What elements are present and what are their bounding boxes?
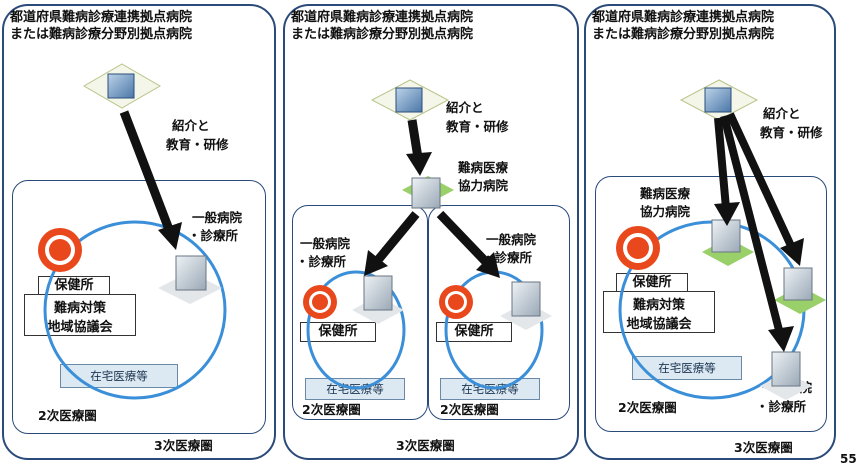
panel-1-general-line1: 一般病院 xyxy=(192,210,243,225)
panel-2-secondary-label-left: 2次医療圏 xyxy=(302,402,361,417)
panel-3-arrow-to-upper-cooperation xyxy=(714,117,740,226)
panel-2-health-center-right-emblem-icon xyxy=(439,285,473,319)
panel-1-health-center-emblem-icon xyxy=(38,228,82,272)
panel-3-tertiary-label: 3次医療圏 xyxy=(734,440,793,455)
panel-1-referral-line2: 教育・研修 xyxy=(166,137,229,152)
panel-2-arrow-to-right-general xyxy=(436,210,500,278)
panel-2-general-hospital-left-icon xyxy=(352,275,404,324)
panel-3-cooperation-hospital-lower-icon xyxy=(774,267,826,314)
panel-3-cooperation-hospital-upper-icon xyxy=(702,219,754,266)
panel-1-header-line2: または難病診療分野別拠点病院 xyxy=(10,27,193,42)
panel-3-header-line1: 都道府県難病診療連携拠点病院 xyxy=(592,10,775,25)
panel-3-referral-line2: 教育・研修 xyxy=(760,125,823,140)
panel-2-secondary-label-right: 2次医療圏 xyxy=(440,402,499,417)
panel-1-referral-arrow xyxy=(119,110,182,250)
panel-1-tertiary-label: 3次医療圏 xyxy=(154,438,213,453)
panel-3-secondary-label: 2次医療圏 xyxy=(618,400,677,415)
panel-1-council-line1: 難病対策 xyxy=(53,301,106,316)
panel-3-arrow-to-lower-cooperation xyxy=(726,112,804,266)
panel-3-cooperation-line2: 協力病院 xyxy=(640,204,691,219)
page-number: 55 xyxy=(840,452,857,466)
panel-2-tertiary-label: 3次医療圏 xyxy=(396,438,455,453)
panel-1-general-line2: ・診療所 xyxy=(188,228,239,243)
panel-2-header-line2: または難病診療分野別拠点病院 xyxy=(291,27,474,42)
panel-2-general-left-line1: 一般病院 xyxy=(300,236,351,251)
panel-3-secondary-area xyxy=(595,176,827,432)
panel-1-ring xyxy=(43,220,227,400)
panel-3-referral-line1: 紹介と xyxy=(763,106,801,121)
panel-2-secondary-area-left xyxy=(292,205,428,420)
panel-2-general-hospital-right-icon xyxy=(500,281,552,330)
panel-2-core-hospital-icon xyxy=(370,79,450,121)
panel-1-referral-line1: 紹介と xyxy=(172,118,210,133)
panel-2-secondary-area-right xyxy=(428,205,570,420)
panel-3-cooperation-line1: 難病医療 xyxy=(640,186,691,201)
panel-2-cooperation-line1: 難病医療 xyxy=(458,160,509,175)
panel-3-core-hospital-icon xyxy=(679,79,759,121)
panel-1-header-line1: 都道府県難病診療連携拠点病院 xyxy=(10,10,193,25)
panel-2-header-line1: 都道府県難病診療連携拠点病院 xyxy=(291,10,474,25)
panel-2-ring-left xyxy=(306,270,406,390)
panel-3-council-line2: 地域協議会 xyxy=(626,317,692,332)
panel-3-health-center-emblem-icon xyxy=(616,226,660,270)
panel-2-arrow-to-left-general xyxy=(364,211,420,276)
panel-3-general-hospital-icon xyxy=(760,351,812,400)
panel-1-council-line2: 地域協議会 xyxy=(47,320,113,335)
panel-2-health-center-right: 保健所 xyxy=(436,322,512,342)
panel-2-general-right-line1: 一般病院 xyxy=(486,232,537,247)
panel-1-home-care: 在宅医療等 xyxy=(60,364,178,388)
panel-1-general-hospital-icon xyxy=(158,255,222,304)
panel-2-health-center-left: 保健所 xyxy=(300,322,376,342)
panel-1-council: 難病対策 地域協議会 xyxy=(24,294,136,336)
panel-1-secondary-area xyxy=(12,180,266,434)
panel-2-referral-line2: 教育・研修 xyxy=(446,119,509,134)
panel-2-referral-arrow xyxy=(406,119,432,176)
panel-1-secondary-label: 2次医療圏 xyxy=(38,408,97,423)
panel-3-council-line1: 難病対策 xyxy=(632,298,685,313)
panel-3-arrow-to-general xyxy=(720,115,794,352)
panel-2-general-left-line2: ・診療所 xyxy=(296,254,347,269)
panel-3-header-line2: または難病診療分野別拠点病院 xyxy=(592,27,775,42)
panel-2-referral-line1: 紹介と xyxy=(446,100,484,115)
panel-3-general-line2: ・診療所 xyxy=(756,399,807,414)
panel-1-core-hospital-icon xyxy=(83,63,161,109)
panel-2-cooperation-hospital-icon xyxy=(402,176,454,209)
panel-2-cooperation-line2: 協力病院 xyxy=(458,178,509,193)
panel-2-health-center-left-emblem-icon xyxy=(303,285,337,319)
